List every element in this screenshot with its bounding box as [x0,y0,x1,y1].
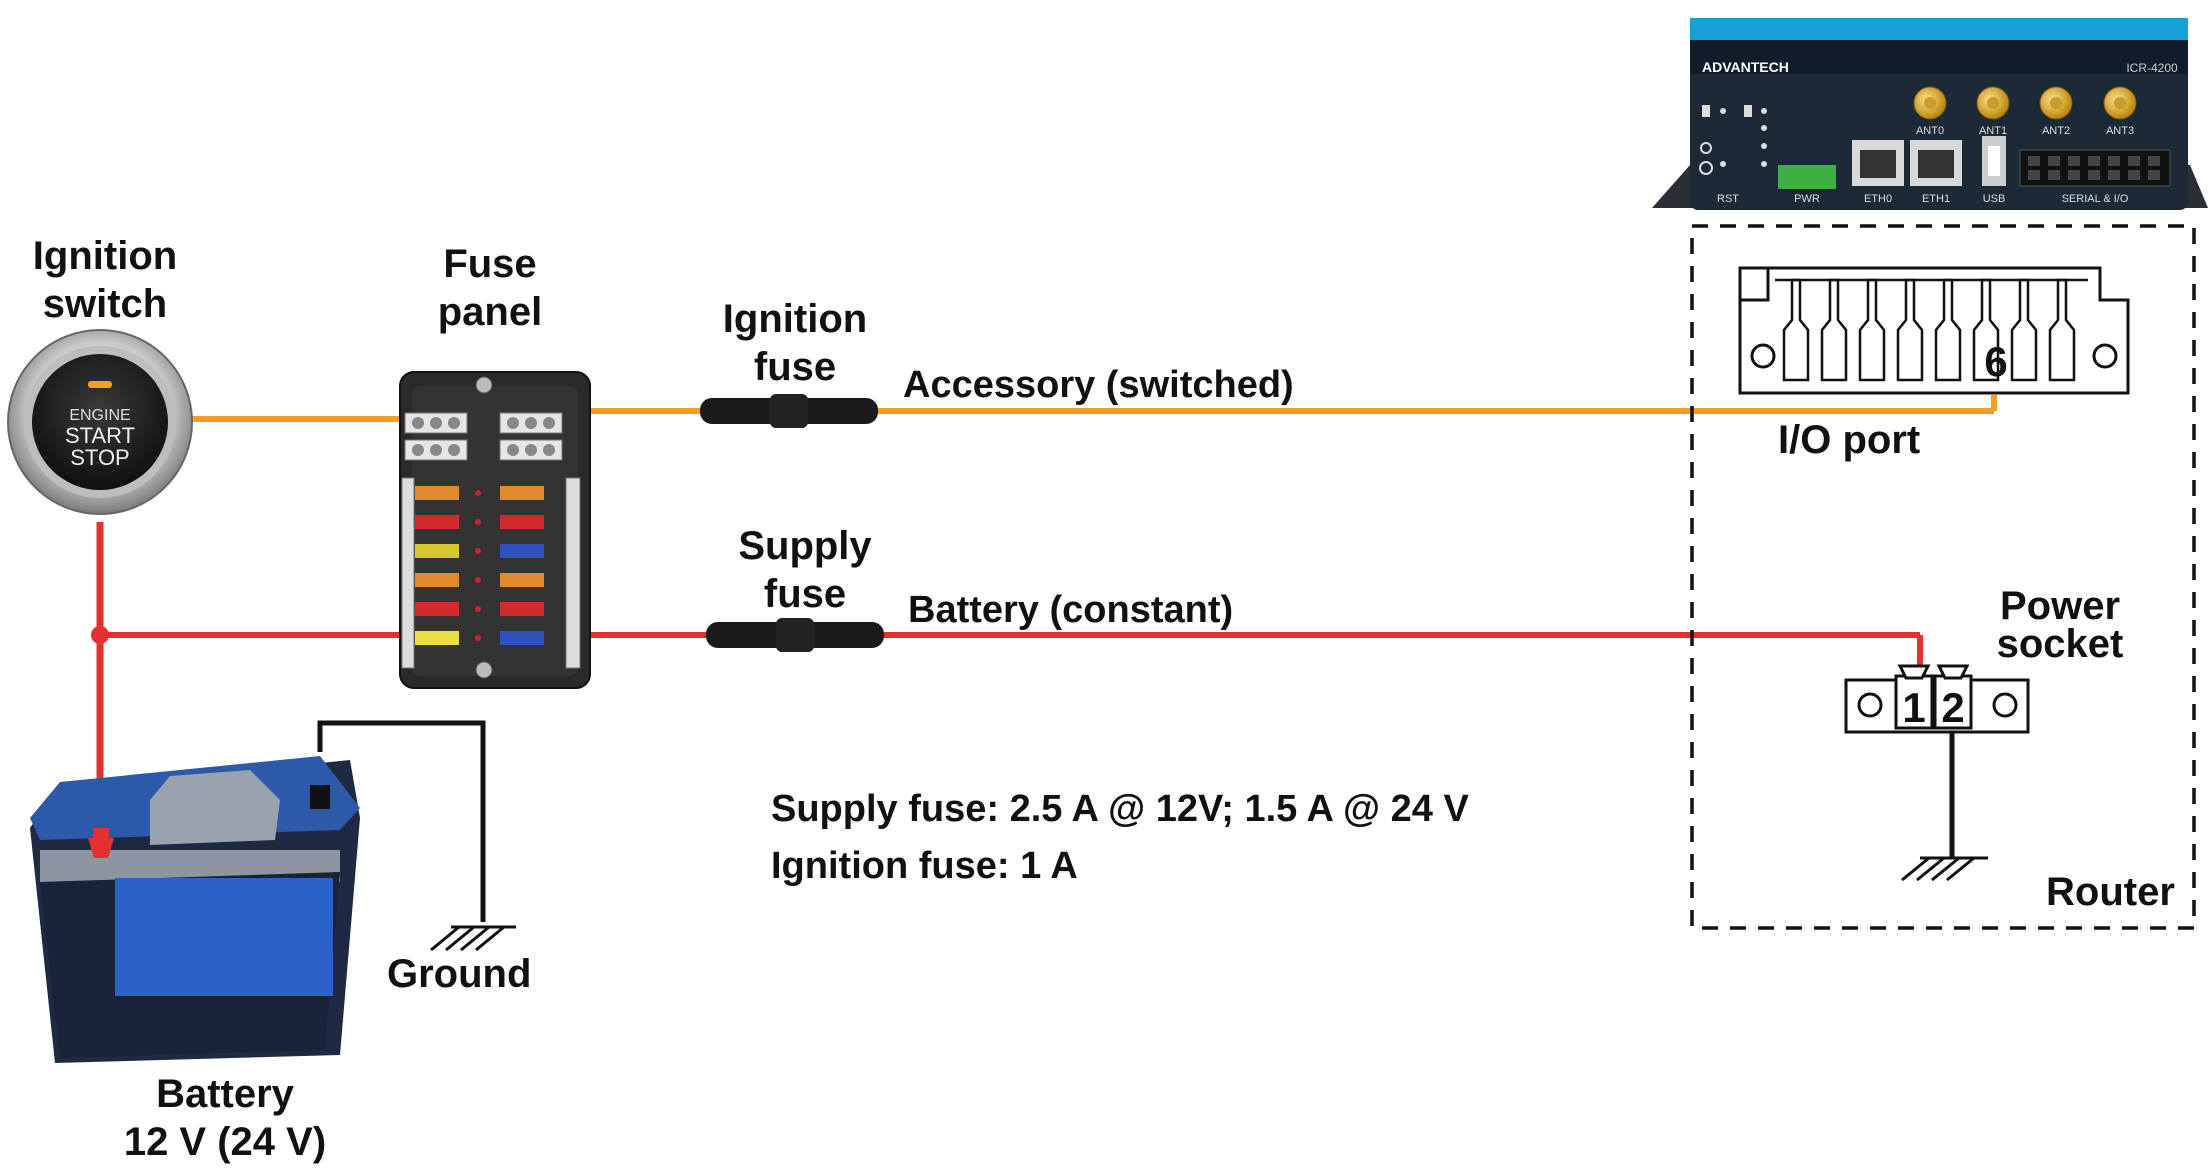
io-port-connector [1738,266,2130,395]
port-label-serial: SERIAL & I/O [2062,193,2129,205]
note-ignition-fuse: Ignition fuse: 1 A [771,845,1078,887]
ignition-switch-label-line1: Ignition [32,234,178,278]
ignition-fuse-label: Ignition fuse [700,295,890,391]
antenna-label-3: ANT3 [2106,125,2134,137]
supply-fuse-label-line2: fuse [763,572,847,616]
fuse-panel [399,371,591,689]
button-text-start: START [65,423,135,448]
fuse-panel-label-line2: panel [437,290,543,334]
accessory-wire-label: Accessory (switched) [903,364,1294,406]
power-socket-connector [1844,664,2030,734]
antenna-label-2: ANT2 [2042,125,2070,137]
port-label-pwr: PWR [1794,193,1820,205]
button-text-stop: STOP [70,445,130,470]
io-port-label: I/O port [1778,418,1921,462]
power-pin-2-label: 2 [1941,684,1964,731]
ignition-switch-label-line2: switch [42,282,168,326]
supply-fuse-label-line1: Supply [738,524,872,568]
antenna-label-1: ANT1 [1979,125,2007,137]
ignition-fuse-holder [700,394,878,428]
fuse-panel-label-line1: Fuse [443,242,537,286]
ignition-fuse-label-line1: Ignition [722,297,868,341]
ground-symbol-battery [430,925,516,952]
supply-fuse-holder [706,618,884,652]
accessory-wire [190,395,1997,422]
io-pin-6-label: 6 [1984,338,2007,385]
port-label-usb: USB [1983,193,2006,205]
power-socket-label-line2: socket [1996,622,2124,666]
router-model: ICR-4200 [2126,61,2178,75]
ignition-switch-label: Ignition switch [10,232,200,328]
battery-label-line2: 12 V (24 V) [123,1120,327,1164]
ignition-switch-button: ENGINE START STOP [7,329,193,515]
button-text-engine: ENGINE [69,407,130,424]
router-device-image: ADVANTECH ICR-4200 ANT0 ANT1 ANT2 ANT3 [1652,18,2208,210]
battery-illustration [30,756,360,1063]
note-supply-fuse: Supply fuse: 2.5 A @ 12V; 1.5 A @ 24 V [771,788,1469,830]
ground-symbol-router [1901,856,1988,882]
fuse-panel-label: Fuse panel [400,240,580,336]
port-label-eth1: ETH1 [1922,193,1950,205]
battery-label-line1: Battery [156,1072,294,1116]
power-pin-1-label: 1 [1902,684,1925,731]
ground-label: Ground [387,952,532,996]
ignition-fuse-label-line2: fuse [753,345,837,389]
ground-wires [317,720,1955,922]
supply-fuse-label: Supply fuse [710,522,900,618]
port-label-eth0: ETH0 [1864,193,1892,205]
battery-wire-label: Battery (constant) [908,589,1234,631]
port-label-rst: RST [1717,193,1739,205]
router-boundary [1690,224,2196,930]
power-socket-label: Power socket [1980,584,2140,666]
antenna-label-0: ANT0 [1916,125,1944,137]
router-label: Router [2046,870,2175,914]
battery-label: Battery 12 V (24 V) [100,1070,350,1166]
router-brand: ADVANTECH [1702,59,1789,75]
power-socket-label-line1: Power [1999,584,2121,628]
battery-wire [91,522,1923,836]
